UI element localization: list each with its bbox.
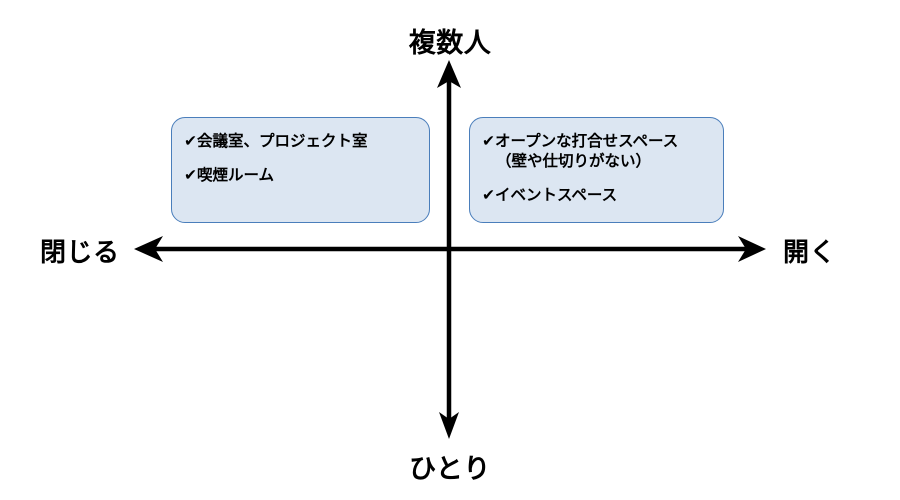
axis-label-right: 開く (783, 238, 837, 268)
list-item: ✔喫煙ルーム (184, 166, 421, 186)
bullet-list-upper-left: ✔会議室、プロジェクト室 ✔喫煙ルーム (184, 132, 421, 186)
quadrant-box-upper-right: ✔オープンな打合せスペース （壁や仕切りがない） ✔イベントスペース (469, 117, 724, 223)
list-item: ✔会議室、プロジェクト室 (184, 132, 421, 152)
axis-label-left: 閉じる (40, 238, 120, 268)
list-item-text: オープンな打合せスペース (495, 132, 679, 150)
quadrant-box-upper-left: ✔会議室、プロジェクト室 ✔喫煙ルーム (171, 117, 430, 223)
list-item-text: イベントスペース (495, 185, 618, 204)
check-icon: ✔ (482, 185, 495, 204)
horizontal-axis-left-arrowhead (134, 236, 163, 262)
vertical-axis-down-arrowhead (439, 412, 459, 439)
axis-label-bottom: ひとり (409, 454, 491, 485)
list-item-subtext: （壁や仕切りがない） (496, 151, 652, 170)
vertical-axis-up-arrowhead (437, 60, 461, 88)
list-item: ✔オープンな打合せスペース （壁や仕切りがない） (482, 132, 715, 172)
list-item-text: 会議室、プロジェクト室 (197, 132, 368, 150)
axis-label-top: 複数人 (408, 28, 492, 59)
list-item: ✔イベントスペース (482, 186, 715, 206)
bullet-list-upper-right: ✔オープンな打合せスペース （壁や仕切りがない） ✔イベントスペース (482, 132, 715, 205)
check-icon: ✔ (482, 132, 495, 150)
horizontal-axis-right-arrowhead (738, 236, 766, 262)
check-icon: ✔ (184, 132, 197, 150)
check-icon: ✔ (184, 165, 197, 184)
list-item-text: 喫煙ルーム (197, 165, 275, 184)
